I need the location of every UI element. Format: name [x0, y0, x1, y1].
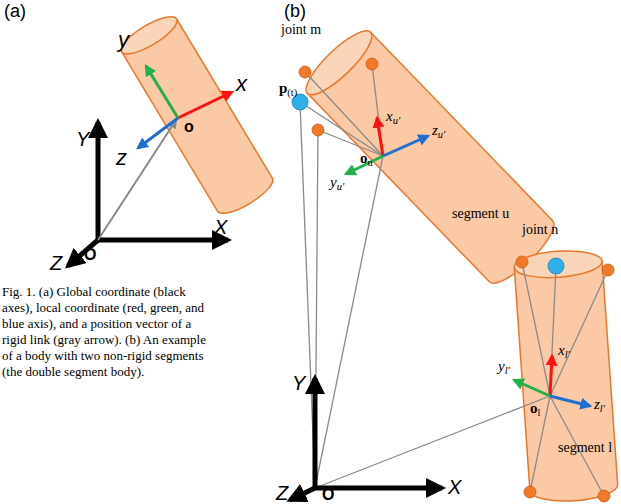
link-lines — [300, 64, 608, 496]
figure-label: X — [214, 216, 227, 238]
figure-label: X — [448, 476, 461, 498]
figure-label: z — [116, 146, 127, 170]
rigid-link-cylinder — [117, 10, 278, 220]
figure-label: joint n — [522, 222, 558, 237]
segment-u-cylinder — [298, 23, 561, 291]
global-axes — [68, 122, 228, 266]
global-axes — [290, 378, 442, 500]
segment-l-cylinder — [513, 248, 618, 504]
figure-caption: Fig. 1. (a) Global coordinate (black axe… — [2, 284, 207, 380]
figure-label: Y — [292, 372, 305, 394]
local-axes-l — [514, 356, 590, 406]
figure-label: Z — [50, 252, 62, 274]
figure-label: y — [118, 28, 129, 52]
position-vector — [98, 120, 176, 240]
local-axes — [138, 66, 232, 148]
axis-label: yu' — [330, 174, 344, 192]
figure-label: (b) — [284, 2, 306, 22]
axis-label: zl' — [594, 396, 605, 414]
axis-label: xu' — [386, 108, 400, 126]
axis-label: yl' — [498, 358, 510, 376]
figure-label: O — [322, 486, 334, 504]
axis-label: zu' — [432, 122, 445, 140]
figure-label: segment u — [452, 206, 509, 221]
figure-label: o — [184, 118, 194, 136]
figure-label: Y — [76, 128, 89, 150]
figure-label: Z — [276, 482, 288, 504]
axis-label: ol — [530, 400, 540, 418]
axis-label: p(t) — [279, 80, 297, 98]
figure-label: x — [236, 72, 247, 96]
axis-label: xl' — [558, 342, 570, 360]
figure-label: (a) — [4, 2, 26, 22]
figure-label: O — [84, 246, 96, 264]
figure-label: joint m — [281, 22, 321, 37]
local-axes-u — [346, 118, 428, 174]
marker-dots — [292, 58, 614, 502]
figure-label: segment l — [558, 440, 612, 455]
axis-label: ou — [360, 150, 373, 168]
